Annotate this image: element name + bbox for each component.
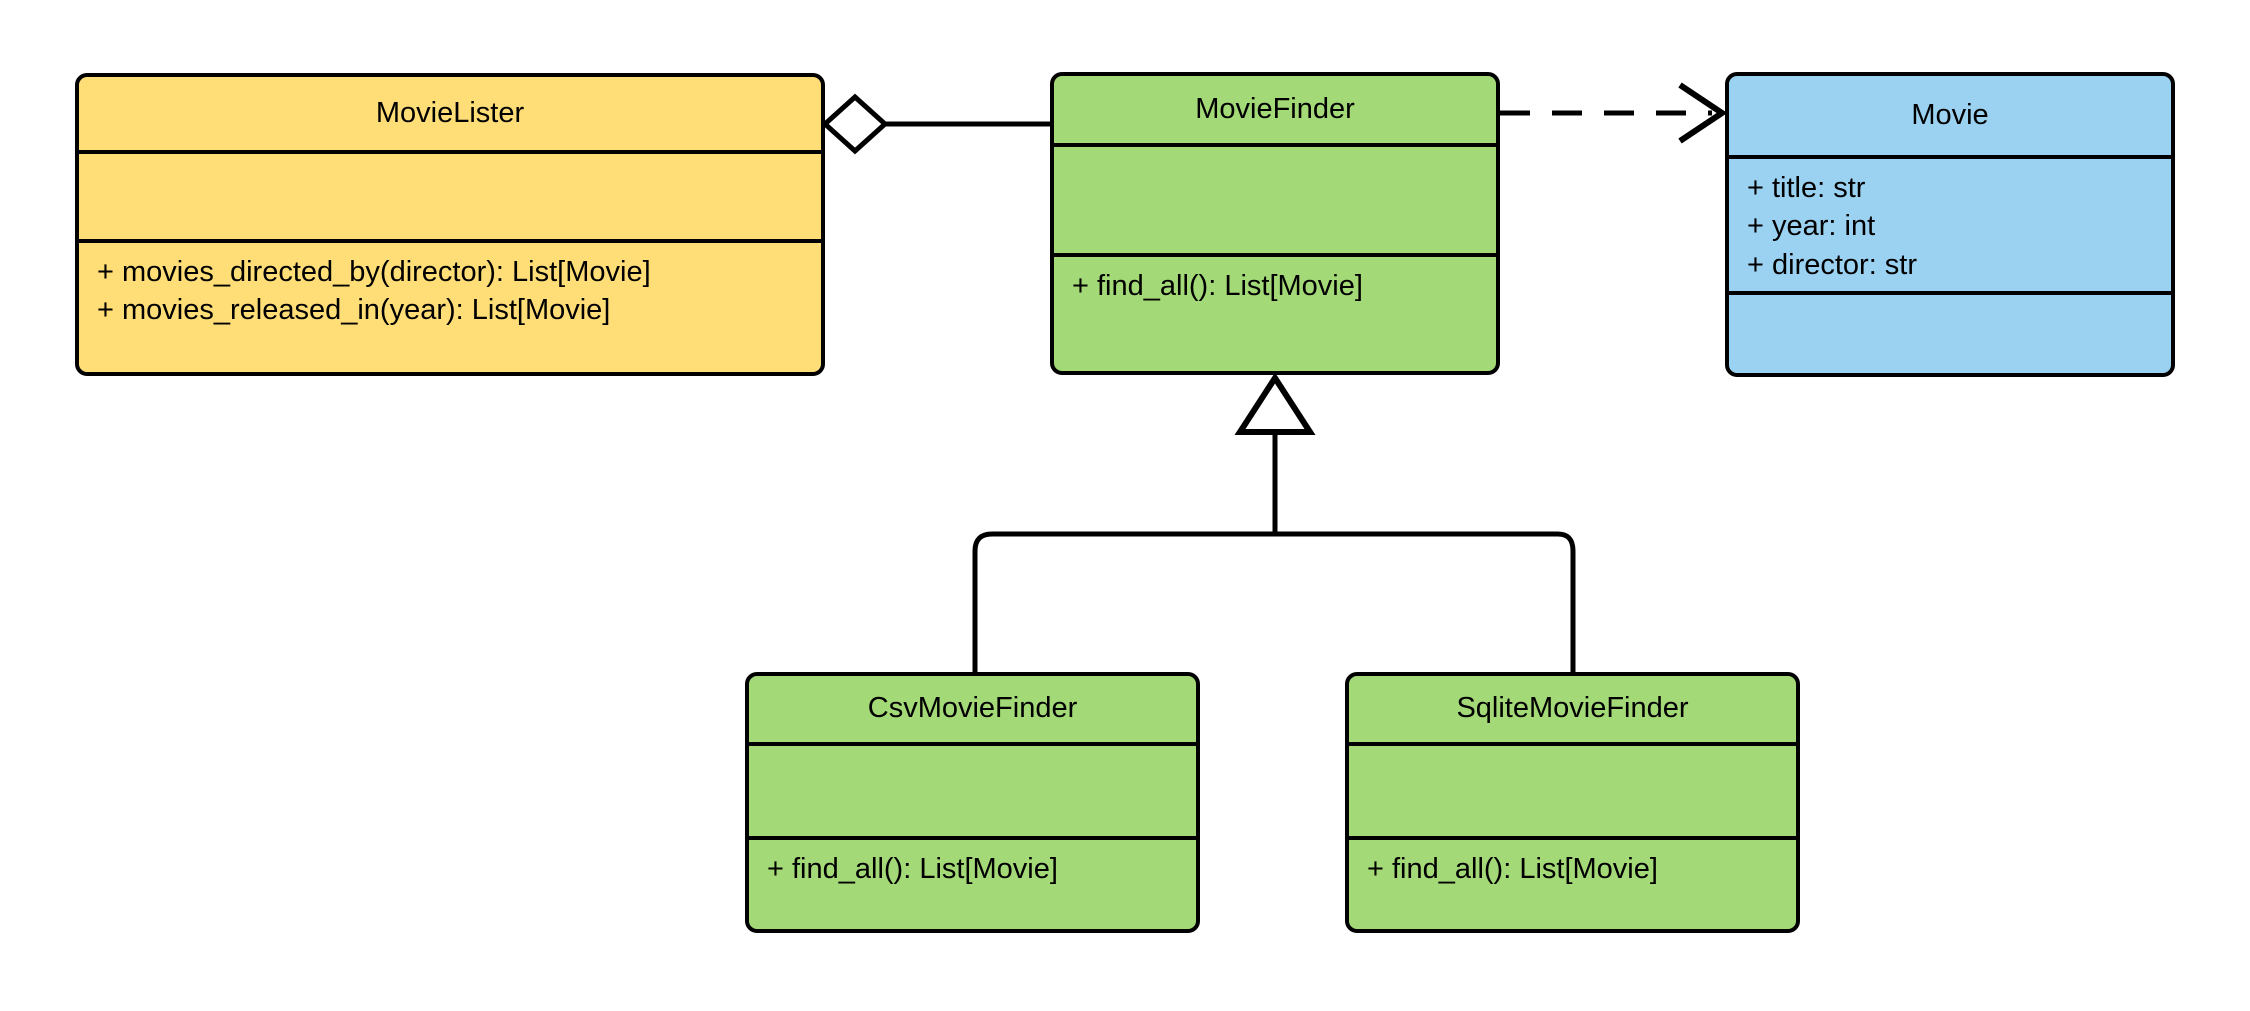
methods-compartment-movie	[1729, 291, 2171, 373]
attributes-compartment-movie-lister	[79, 150, 821, 239]
attributes-compartment-csv-movie-finder	[749, 742, 1196, 836]
class-name-movie-finder: MovieFinder	[1195, 92, 1355, 125]
class-name-csv-movie-finder: CsvMovieFinder	[867, 692, 1078, 725]
class-box-csv-movie-finder[interactable]: CsvMovieFinder + find_all(): List[Movie]	[745, 672, 1200, 933]
hollow-triangle-icon	[1234, 372, 1316, 435]
methods-compartment-movie-lister: + movies_directed_by(director): List[Mov…	[79, 239, 821, 372]
dependency-connector-finder-movie	[1500, 82, 1728, 144]
generalization-fork	[972, 531, 1576, 672]
generalization-connector-group	[972, 372, 1576, 672]
attribute-item: + year: int	[1747, 210, 1876, 243]
attribute-item: + title: str	[1747, 172, 1866, 204]
class-box-movie-lister[interactable]: MovieLister + movies_directed_by(directo…	[75, 73, 825, 376]
hollow-diamond-icon	[821, 93, 889, 155]
methods-compartment-sqlite-movie-finder: + find_all(): List[Movie]	[1349, 836, 1796, 929]
class-box-movie-finder[interactable]: MovieFinder + find_all(): List[Movie]	[1050, 72, 1500, 375]
open-arrowhead-icon	[1678, 82, 1728, 144]
attributes-compartment-sqlite-movie-finder	[1349, 742, 1796, 836]
class-name-movie: Movie	[1911, 98, 1989, 131]
method-item: + movies_released_in(year): List[Movie]	[97, 294, 611, 327]
method-item: + find_all(): List[Movie]	[1367, 853, 1658, 885]
methods-compartment-csv-movie-finder: + find_all(): List[Movie]	[749, 836, 1196, 929]
method-item: + movies_directed_by(director): List[Mov…	[97, 256, 651, 288]
class-name-movie-lister: MovieLister	[375, 96, 525, 129]
method-item: + find_all(): List[Movie]	[1072, 270, 1363, 302]
methods-compartment-movie-finder: + find_all(): List[Movie]	[1054, 253, 1496, 371]
class-box-sqlite-movie-finder[interactable]: SqliteMovieFinder + find_all(): List[Mov…	[1345, 672, 1800, 933]
attribute-item: + director: str	[1747, 248, 1918, 281]
attributes-compartment-movie: + title: str + year: int + director: str	[1729, 155, 2171, 291]
class-box-movie[interactable]: Movie + title: str + year: int + directo…	[1725, 72, 2175, 377]
method-item: + find_all(): List[Movie]	[767, 853, 1058, 885]
attributes-compartment-movie-finder	[1054, 143, 1496, 253]
class-name-sqlite-movie-finder: SqliteMovieFinder	[1456, 692, 1689, 725]
aggregation-connector-lister-finder	[821, 93, 1050, 155]
